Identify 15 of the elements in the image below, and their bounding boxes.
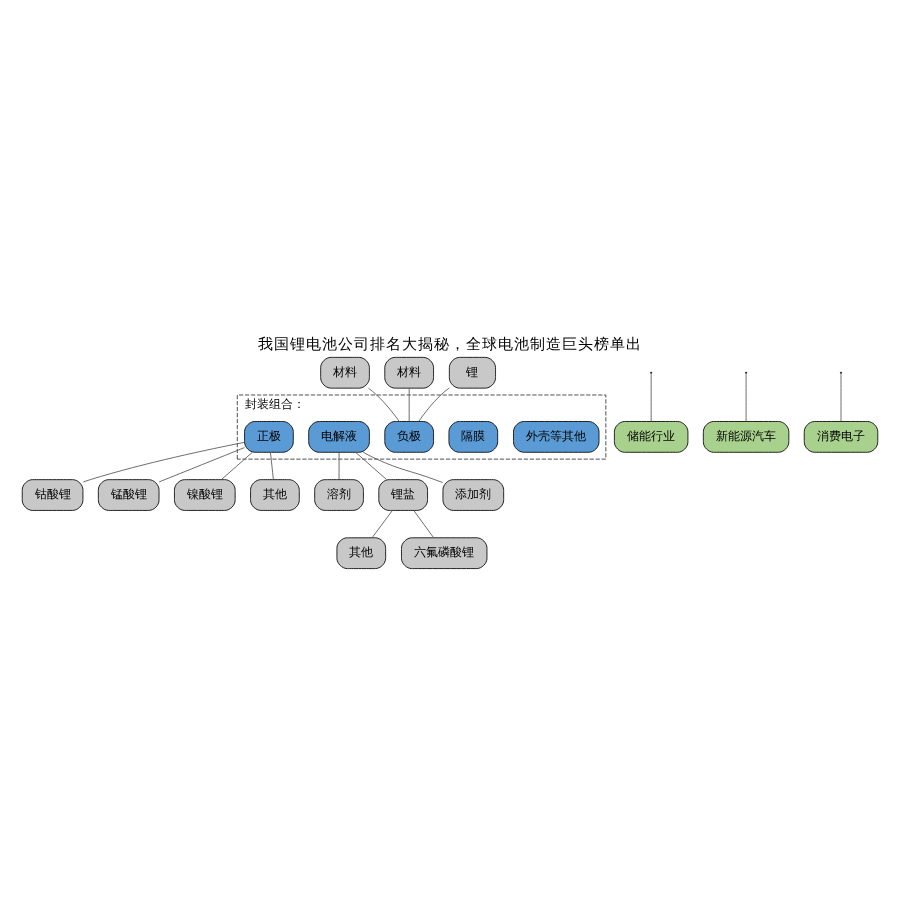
connector: [368, 386, 400, 421]
connector: [650, 372, 652, 421]
connector: [418, 386, 450, 421]
connector: [338, 451, 340, 479]
connector: [158, 446, 245, 482]
connector: [371, 509, 393, 537]
connector: [355, 451, 387, 479]
connector: [840, 372, 842, 421]
connector: [745, 372, 747, 421]
connector: [413, 509, 434, 537]
connector: [270, 451, 274, 479]
connector: [408, 386, 410, 421]
connector: [221, 451, 253, 479]
connector: [363, 451, 444, 482]
connector: [82, 440, 245, 482]
